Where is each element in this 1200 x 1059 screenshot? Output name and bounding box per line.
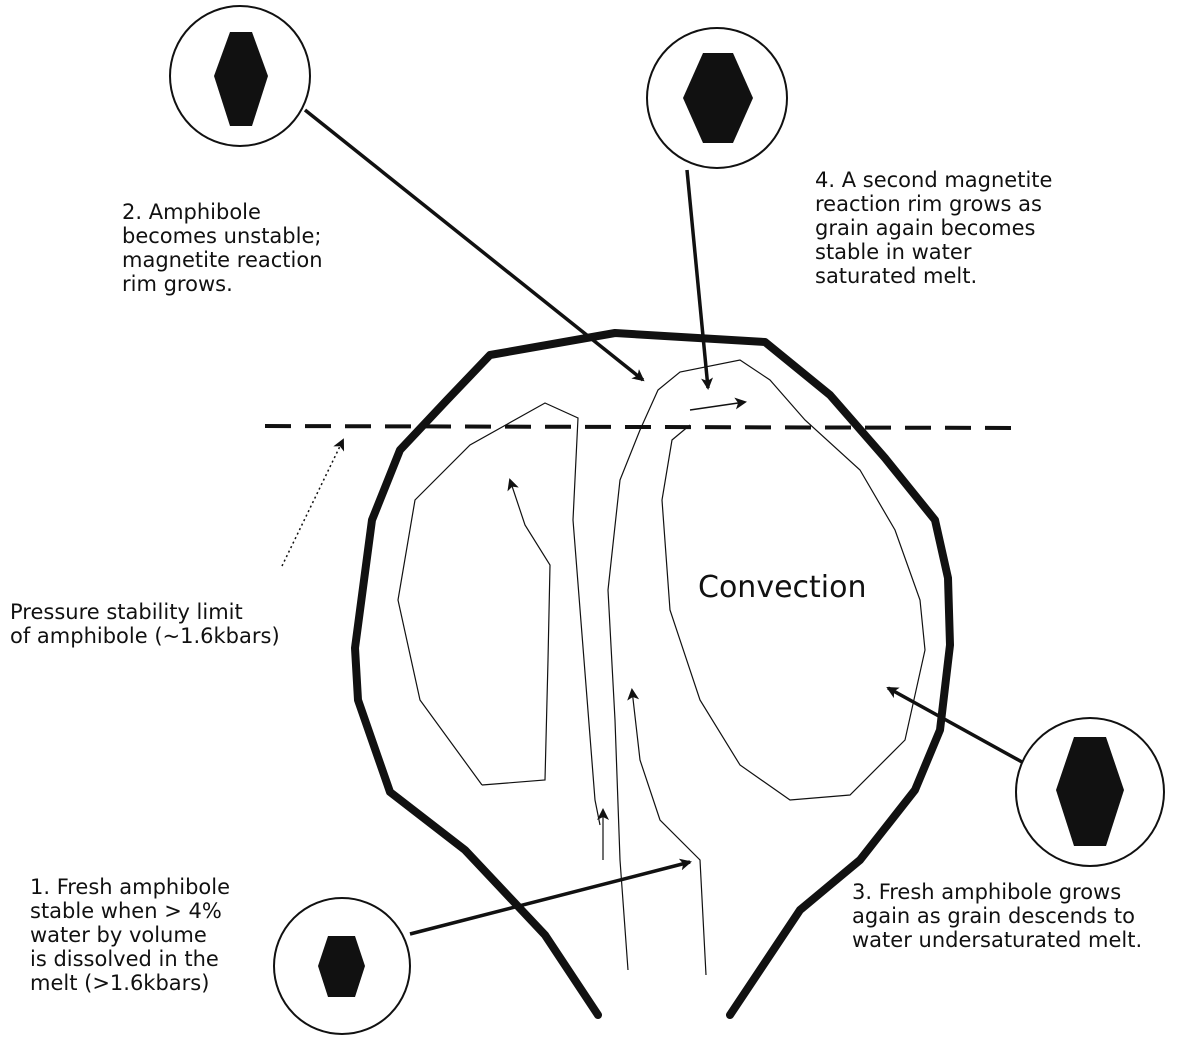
grain-icon-regrown [1016, 718, 1164, 866]
step-4-label: 4. A second magnetite reaction rim grows… [815, 168, 1052, 288]
step-3-label: 3. Fresh amphibole grows again as grain … [852, 880, 1142, 952]
step-2-label: 2. Amphibole becomes unstable; magnetite… [122, 200, 323, 296]
convection-label: Convection [698, 570, 867, 605]
callout-arrow-2 [305, 110, 643, 380]
grain-icon-rimmed [170, 6, 310, 146]
grain-icon-unrimmed [274, 898, 410, 1034]
pressure-limit-label: Pressure stability limit of amphibole (~… [10, 600, 280, 648]
callout-arrow-1 [410, 862, 690, 934]
central-upflow-lower [632, 690, 706, 975]
upflow-arrow-top [690, 402, 745, 410]
grain-icon-double-rimmed [647, 28, 787, 168]
left-convection-loop [398, 403, 600, 825]
left-loop-inner [482, 480, 550, 785]
callout-arrow-4 [687, 170, 708, 388]
pressure-limit-line [265, 426, 1020, 428]
pressure-limit-pointer [282, 440, 343, 566]
step-1-label: 1. Fresh amphibole stable when > 4% wate… [30, 875, 230, 995]
